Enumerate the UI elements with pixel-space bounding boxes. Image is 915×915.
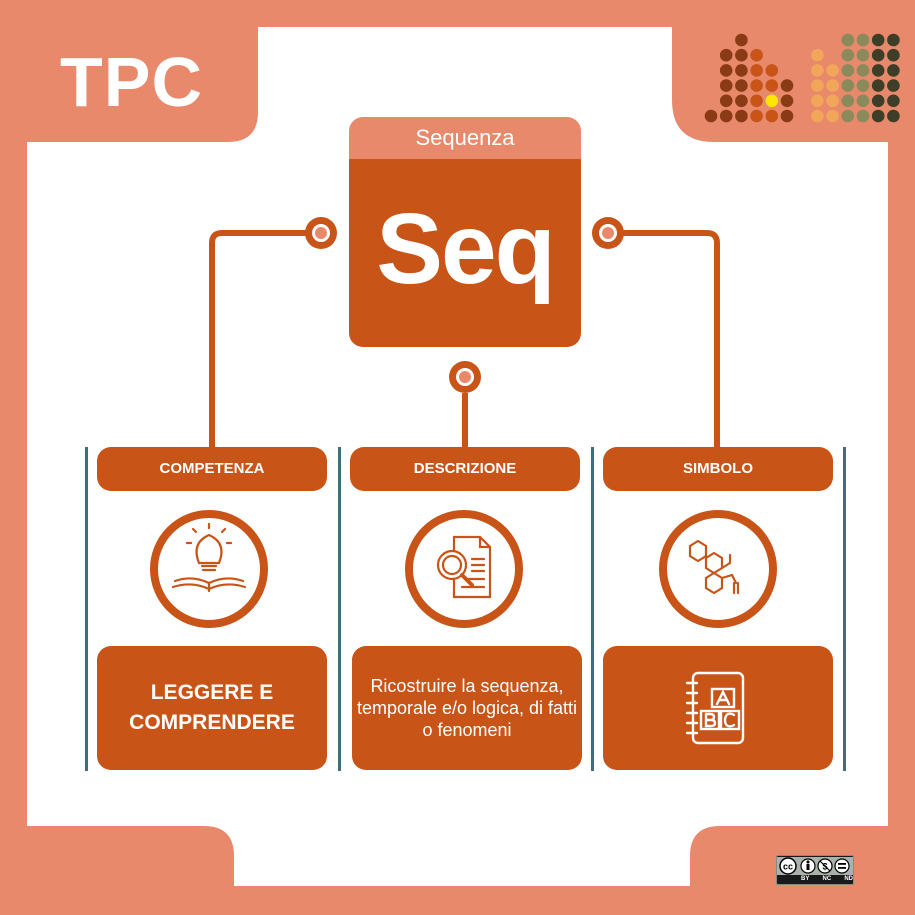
column-divider [843, 447, 846, 771]
svg-text:cc: cc [783, 862, 793, 872]
competence-text: LEGGERE E COMPRENDERE [129, 681, 295, 734]
description-text: Ricostruire la sequenza, temporale e/o l… [356, 676, 578, 740]
symbol-card [603, 646, 833, 770]
cc-icon: cc $ [777, 857, 853, 875]
connector-nodes [305, 217, 624, 393]
symbol-code: Seq [349, 159, 581, 347]
license-nd: ND [844, 876, 853, 882]
column-divider [591, 447, 594, 771]
column-divider [338, 447, 341, 771]
heading-competenza: COMPETENZA [97, 447, 327, 491]
dot-matrix-logo [704, 33, 900, 123]
heading-simbolo: SIMBOLO [603, 447, 833, 491]
license-by: BY [801, 876, 810, 882]
heading-descrizione: DESCRIZIONE [350, 447, 580, 491]
lightbulb-book-icon [150, 510, 268, 628]
competence-card: LEGGERE E COMPRENDERE [97, 646, 327, 770]
description-card: Ricostruire la sequenza, temporale e/o l… [352, 646, 582, 770]
license-nc: NC [822, 876, 832, 882]
column-divider [85, 447, 88, 771]
document-magnifier-icon [405, 510, 523, 628]
abc-notebook-icon [685, 671, 745, 745]
page-title: TPC [60, 43, 203, 121]
cc-license-badge: cc $ BY NC ND [776, 855, 854, 885]
symbol-subtitle: Sequenza [349, 117, 581, 159]
molecule-icon [659, 510, 777, 628]
